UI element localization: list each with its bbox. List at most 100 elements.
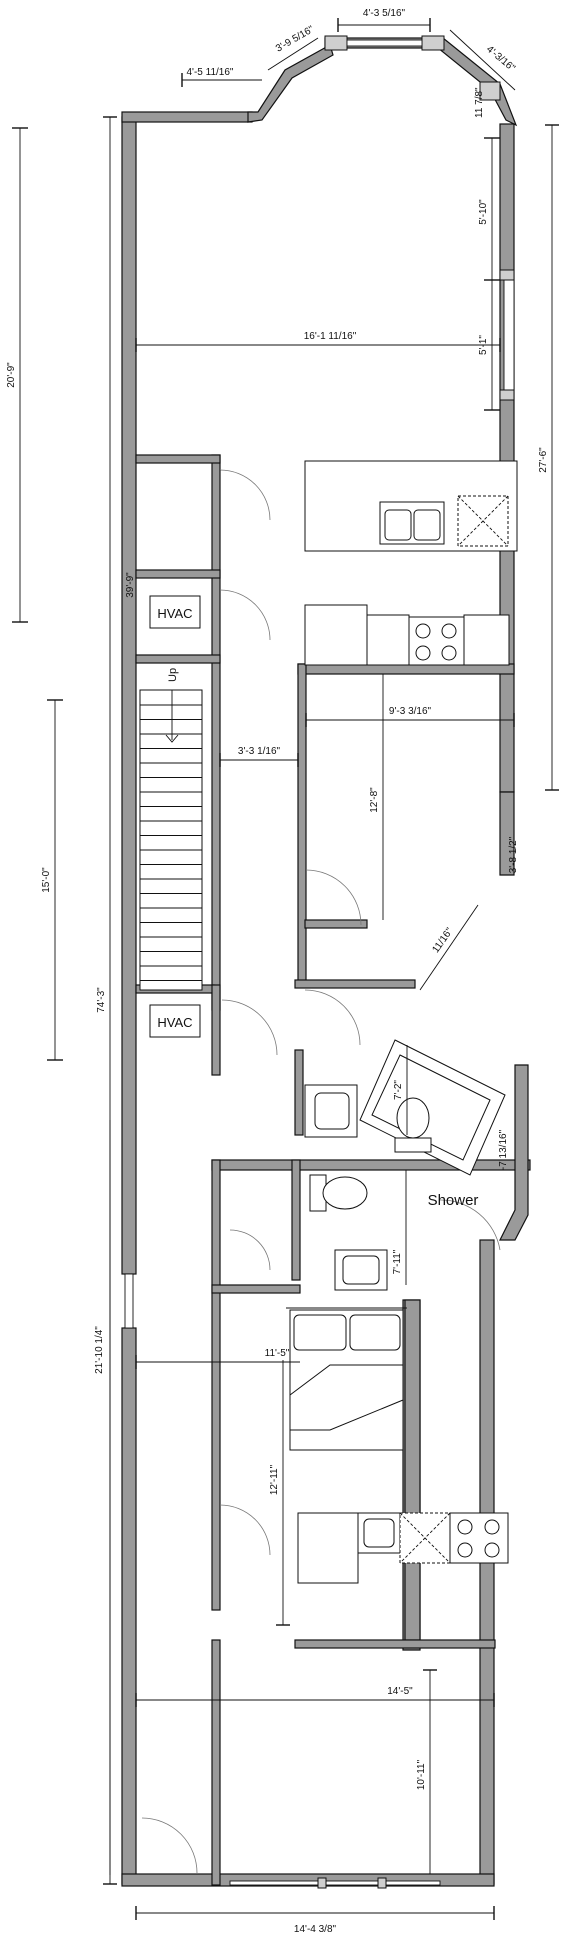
side-window-right: [503, 279, 515, 391]
hvac-label-upper: HVAC: [157, 606, 192, 621]
half-bath-door-swing: [229, 1229, 271, 1271]
counter-right: [463, 614, 510, 666]
hvac-unit-upper: [149, 595, 201, 629]
dim-bay-right-return: 11 7/8": [474, 87, 485, 118]
cooktop-cross-b: [457, 495, 509, 547]
rear-window-frame-2: [377, 1877, 387, 1889]
rear-room-top-wall: [294, 1639, 496, 1649]
dim-kitchen-room-width: 9'-3 3/16": [389, 706, 432, 717]
rear-room-door-swing: [141, 1817, 198, 1874]
bay-left-angled-wall: [247, 44, 334, 123]
dim-bay-left-angle: 3'-9 5/16": [274, 24, 316, 55]
hvac-label-lower: HVAC: [157, 1015, 192, 1030]
dim-left-upper: 20'-9": [6, 362, 17, 388]
dim-bedroom-length: 12'-11": [269, 1464, 280, 1495]
bath-sink: [314, 1092, 350, 1130]
bay-right-frame-lower: [479, 81, 501, 101]
dim-window-lower: 5'-1": [478, 335, 489, 355]
dim-hall-width: 3'-3 1/16": [238, 746, 281, 757]
left-side-window: [124, 1273, 134, 1329]
dim-bath-angle: -7 13/16": [498, 1129, 509, 1170]
rear-counter-left: [297, 1512, 359, 1584]
half-bath-left-wall: [211, 1159, 221, 1611]
corridor-bottom-wall: [294, 979, 416, 989]
bay-window-front: [346, 39, 423, 47]
rear-room-left-wall: [211, 1639, 221, 1886]
hvac-unit-lower: [149, 1004, 201, 1038]
dim-kitchen-room-length: 12'-8": [369, 787, 380, 813]
dim-bath-length: 7'-2": [393, 1080, 404, 1100]
range-burner-2: [441, 623, 457, 639]
range-burner-1: [415, 623, 431, 639]
pillow-left: [293, 1314, 347, 1351]
dim-rear-room-width: 14'-5": [387, 1686, 413, 1697]
doors: [141, 469, 501, 1874]
dim-bay-front: 4'-3 5/16": [363, 8, 406, 19]
dimension-lines: 4'-3 5/16" 3'-9 5/16" 4'-3/16" 4'-5 11/1…: [6, 8, 559, 1935]
rear-cooktop-cross-b: [399, 1512, 451, 1564]
closet-wall-bottom: [135, 654, 221, 664]
right-window-frame-b: [499, 389, 515, 401]
bay-window-right-frame: [421, 35, 445, 51]
bed-blanket-fold: [289, 1364, 404, 1431]
dim-closet-depth: 39'-9": [125, 572, 136, 598]
hall-wall-left-lower: [211, 984, 221, 1076]
left-exterior-wall-lower: [121, 1327, 137, 1885]
right-exterior-wall-upper: [499, 123, 515, 793]
front-wall-left: [121, 111, 253, 123]
bay-window-left-frame: [324, 35, 348, 51]
dim-overall-length: 74'-3": [96, 987, 107, 1013]
dim-bay-left-return: 4'-5 11/16": [187, 67, 234, 78]
rear-range: [449, 1512, 509, 1564]
kitchen-rear: [297, 1512, 509, 1584]
closet-wall-top: [135, 454, 221, 464]
half-bath-bottom-wall: [211, 1284, 301, 1294]
stair-arrow-head: [165, 734, 179, 743]
dim-bay-right-angle: 4'-3/16": [484, 44, 517, 74]
right-window-frame-a: [499, 269, 515, 281]
stair-direction-label: Up: [167, 668, 179, 682]
bedroom-right-wall: [404, 1299, 421, 1641]
stair-landing-door-swing: [221, 999, 278, 1056]
hvac-units: HVAC HVAC: [149, 595, 201, 1038]
rear-burner-1: [457, 1519, 473, 1535]
bath-toilet-tank: [394, 1137, 432, 1153]
dim-bedroom-width: 11'-5": [265, 1348, 290, 1359]
dim-rear-width-total: 14'-4 3/8": [294, 1924, 337, 1935]
dim-rear-room-length: 10'-11": [416, 1759, 427, 1790]
kitchen-upper: [304, 460, 518, 666]
closet-wall-mid: [135, 569, 221, 579]
dim-left-middle: 15'-0": [41, 867, 52, 893]
dim-small-angle: 11/16": [430, 926, 455, 955]
half-bath-right-wall: [291, 1159, 301, 1281]
right-angled-wall-mid: [499, 791, 515, 876]
counter-left: [304, 604, 368, 666]
windows: [124, 35, 515, 1889]
kitchen-room-left-wall: [297, 663, 307, 985]
bath-bottom-wall: [211, 1159, 531, 1171]
closet-small-wall: [304, 919, 368, 929]
dim-window-upper: 5'-10": [478, 199, 489, 225]
shower-door-swing: [439, 1199, 501, 1251]
bathrooms: Shower: [304, 1039, 506, 1291]
rear-sink-basin: [363, 1518, 395, 1548]
dim-half-bath: 7'-11": [392, 1249, 403, 1274]
bedroom-door-swing: [219, 1504, 271, 1556]
pillow-right: [349, 1314, 401, 1351]
bath-right-angled-wall: [499, 1064, 529, 1241]
stair-outline: [139, 689, 203, 991]
rear-window-frame-1: [317, 1877, 327, 1889]
corridor-door-swing: [304, 989, 361, 1046]
left-exterior-wall-upper: [121, 116, 137, 1275]
rear-burner-4: [484, 1542, 500, 1558]
bathtub-inner: [371, 1054, 491, 1161]
closet-door-upper-swing: [219, 469, 271, 521]
rear-burner-2: [484, 1519, 500, 1535]
island-sink-basin-left: [384, 509, 412, 541]
dim-right-wall-length: 27'-6": [538, 447, 549, 473]
range-burner-3: [415, 645, 431, 661]
closet-door-lower-swing: [219, 589, 271, 641]
bath-toilet-bowl: [396, 1097, 430, 1139]
kitchen-room-door-swing: [305, 869, 362, 926]
